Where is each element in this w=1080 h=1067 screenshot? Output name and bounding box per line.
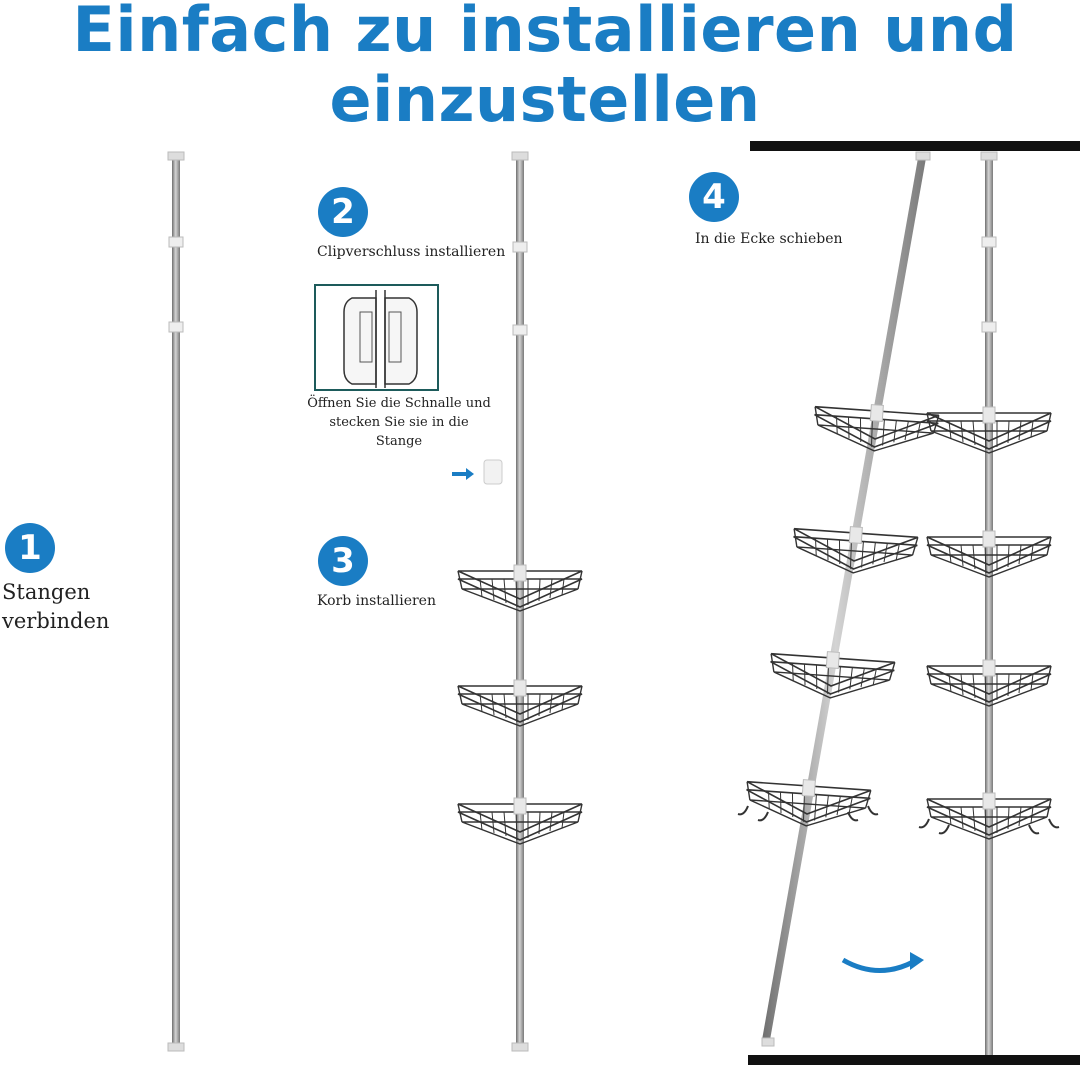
step-3-badge: 3 <box>318 536 368 586</box>
clip-icon <box>314 284 439 391</box>
pole-step-3 <box>457 151 583 1052</box>
step-1-badge: 1 <box>5 523 55 573</box>
clip-piece <box>483 459 503 485</box>
title-line-1: Einfach zu installieren und <box>72 0 1018 66</box>
ceiling-bar <box>750 141 1080 151</box>
step-1-label-line-1: Stangen <box>2 580 91 604</box>
step-2-label: Clipverschluss installieren <box>317 244 506 260</box>
step-2-detail: Öffnen Sie die Schnalle und stecken Sie … <box>305 394 493 451</box>
step-3-label: Korb installieren <box>317 593 436 609</box>
step-2-detail-line-2: stecken Sie sie in die Stange <box>329 415 469 449</box>
pole-step-1 <box>167 151 185 1052</box>
curved-arrow-icon <box>841 952 924 973</box>
step-1-label: Stangen verbinden <box>2 578 109 636</box>
step-2-detail-line-1: Öffnen Sie die Schnalle und <box>307 396 491 411</box>
step-2-badge: 2 <box>318 187 368 237</box>
pole-step-4-upright <box>918 151 1060 1055</box>
pole-step-4-tilted <box>737 151 941 1047</box>
step-4-badge: 4 <box>689 172 739 222</box>
step-1-label-line-2: verbinden <box>2 609 110 633</box>
title-line-2: einzustellen <box>329 63 761 136</box>
arrow-right-icon <box>452 468 474 480</box>
step-4-label: In die Ecke schieben <box>695 231 843 247</box>
floor-bar <box>748 1055 1080 1065</box>
